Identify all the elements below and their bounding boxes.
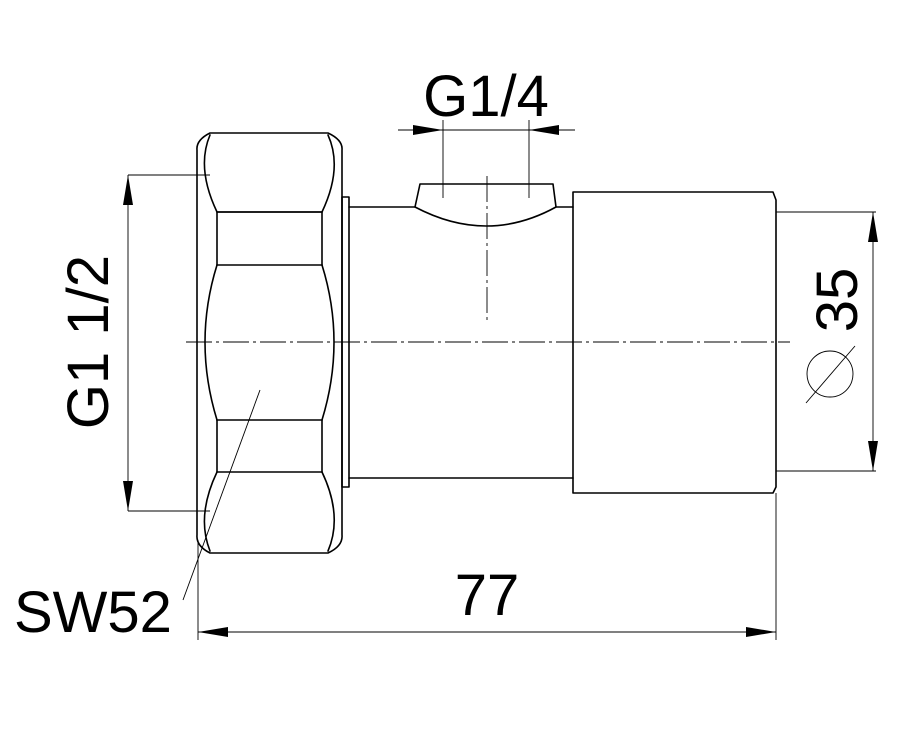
dimension-g1-1-2: G1 1/2: [56, 174, 210, 512]
dimension-diameter-label: 35: [805, 268, 870, 333]
right-sleeve: [572, 191, 777, 494]
hex-middle-flat: [204, 264, 335, 421]
side-port-outline: [414, 183, 557, 227]
hex-bottom-flat: [203, 471, 336, 552]
dimension-length-label: 77: [455, 563, 520, 628]
hex-nut-outline: [196, 132, 343, 554]
hex-top-flat: [203, 134, 336, 213]
wrench-size-leader: [182, 389, 261, 601]
wrench-size-label: SW52: [14, 580, 172, 645]
dimension-length: 77: [197, 493, 777, 640]
dimension-diameter: 35: [776, 211, 878, 472]
diameter-symbol: [805, 345, 856, 404]
side-port: [414, 183, 557, 227]
dimension-g14: G1/4: [398, 64, 575, 184]
dimension-g1-1-2-label: G1 1/2: [56, 255, 121, 429]
body-tube: [348, 206, 574, 479]
hex-nut: [196, 132, 350, 554]
wrench-size-callout: SW52: [14, 389, 261, 645]
dimension-g14-label: G1/4: [423, 64, 549, 129]
